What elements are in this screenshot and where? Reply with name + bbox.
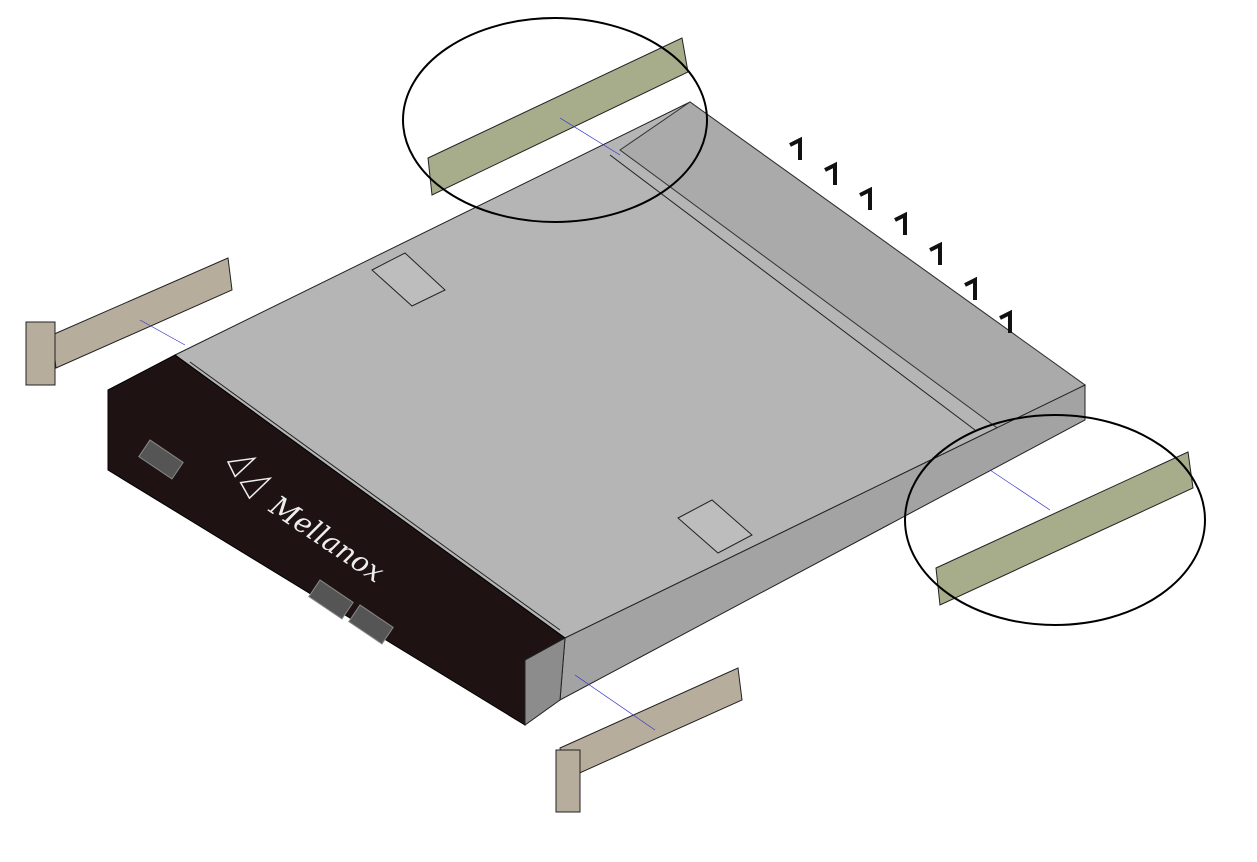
alignment-line [574,674,656,731]
front-rail-left-ear [25,321,56,386]
label-recess [371,252,446,307]
rear-rail-right [935,451,1194,606]
top-panel-seam [609,154,976,431]
logo-mark-icon [239,477,273,500]
rear-handles [789,136,1012,333]
alignment-line [559,117,621,156]
port-group [138,439,394,645]
callout-ellipse [904,414,1206,626]
front-panel-bezel [524,637,566,726]
alignment-line [989,469,1051,511]
logo-mark-icon [226,457,257,478]
alignment-line [139,319,186,346]
label-recess [677,499,753,554]
front-rail-bottom-ear [555,749,581,813]
callout-ellipse [402,17,708,223]
top-panel-seam [189,361,561,631]
